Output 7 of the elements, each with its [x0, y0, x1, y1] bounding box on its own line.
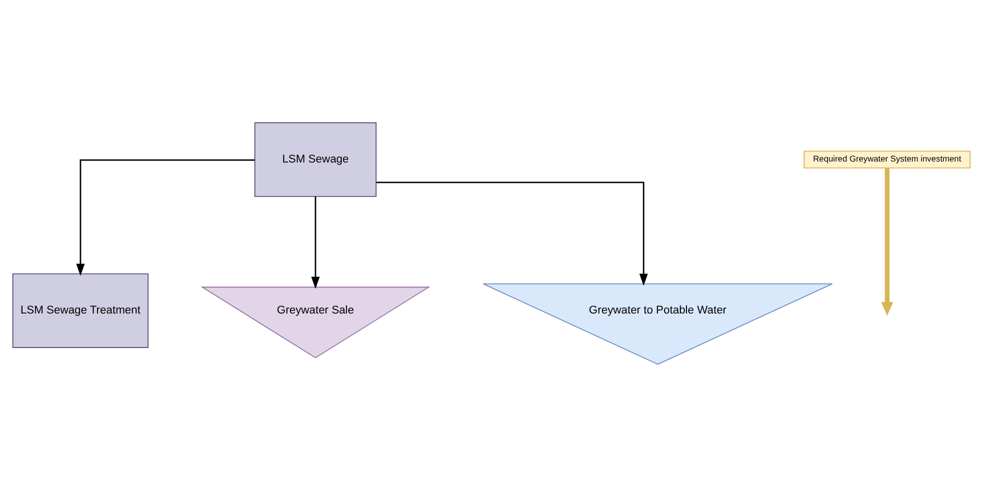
arrow: [76, 159, 255, 276]
node-box: LSM Sewage: [254, 122, 377, 197]
arrow: [881, 168, 894, 316]
node-box: LSM Sewage Treatment: [12, 273, 149, 348]
node-box: Required Greywater System investment: [804, 150, 971, 168]
arrow: [376, 182, 648, 286]
arrow: [311, 196, 320, 289]
